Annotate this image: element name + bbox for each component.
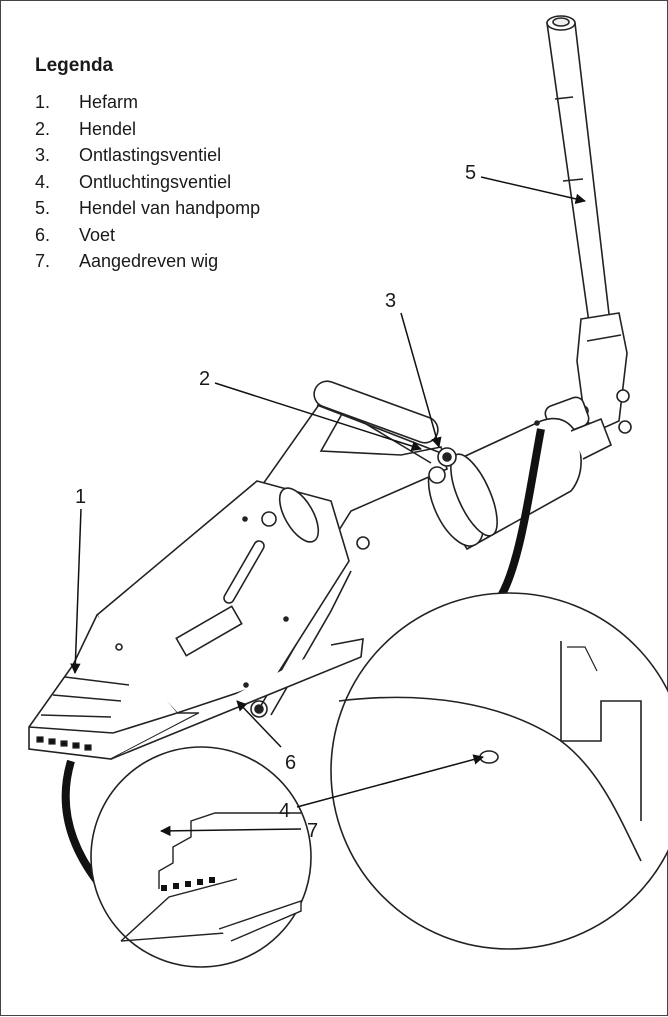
wedge-teeth — [36, 736, 92, 751]
legend-list: 1. Hefarm 2. Hendel 3. Ontlastingsventiel 4… — [35, 89, 260, 275]
cylinder — [427, 417, 613, 551]
leader-5 — [480, 176, 587, 204]
leader-4 — [296, 754, 485, 808]
connector-7 — [61, 759, 101, 884]
legend-item: 2. Hendel — [35, 116, 260, 143]
callout-1: 1 — [75, 486, 86, 508]
legend-item-label: Aangedreven wig — [79, 251, 219, 271]
legend-item: 7. Aangedreven wig — [35, 248, 260, 275]
legend-item-label: Hendel van handpomp — [79, 198, 261, 218]
leader-6 — [236, 700, 282, 748]
legend-item-number: 6. — [35, 224, 51, 245]
legend-item-number: 5. — [35, 198, 51, 218]
legend-item-number: 3. — [35, 145, 51, 165]
legend-item: 6. Voet — [35, 222, 260, 249]
legend-item-number: 2. — [35, 118, 51, 139]
legend-item-label: Ontlastingsventiel — [79, 145, 222, 165]
legend-item: 4. Ontluchtingsventiel — [35, 169, 260, 196]
legend-title: Legenda — [35, 55, 114, 76]
wedge-body — [28, 480, 364, 760]
legend-item-label: Hefarm — [79, 92, 139, 112]
legend-item-number: 7. — [35, 251, 51, 271]
legend-item: 5. Hendel van handpomp — [35, 195, 260, 222]
callout-6: 6 — [285, 752, 296, 774]
callout-7: 7 — [307, 820, 318, 842]
zoom-circle-vent — [330, 592, 668, 950]
legend: Legenda 1. Hefarm 2. Hendel 3. Ontlastingsv… — [35, 55, 260, 275]
leader-3 — [400, 312, 442, 449]
legend-item: 1. Hefarm — [35, 89, 260, 116]
legend-item-label: Ontluchtingsventiel — [79, 171, 232, 192]
legend-item-number: 1. — [35, 92, 51, 112]
legend-item: 3. Ontlastingsventiel — [35, 142, 260, 169]
connector-4 — [497, 428, 545, 598]
leader-1 — [70, 508, 82, 675]
pump-handle — [544, 15, 632, 436]
callout-2: 2 — [199, 368, 210, 390]
callout-3: 3 — [385, 290, 396, 312]
legend-item-number: 4. — [35, 171, 51, 192]
leader-7 — [159, 825, 302, 837]
callout-4: 4 — [279, 800, 290, 822]
zoom-circle-wedge — [90, 746, 312, 968]
leader-2 — [214, 382, 422, 452]
callout-5: 5 — [465, 162, 476, 184]
legend-item-label: Voet — [79, 224, 116, 245]
legend-item-label: Hendel — [79, 118, 137, 139]
